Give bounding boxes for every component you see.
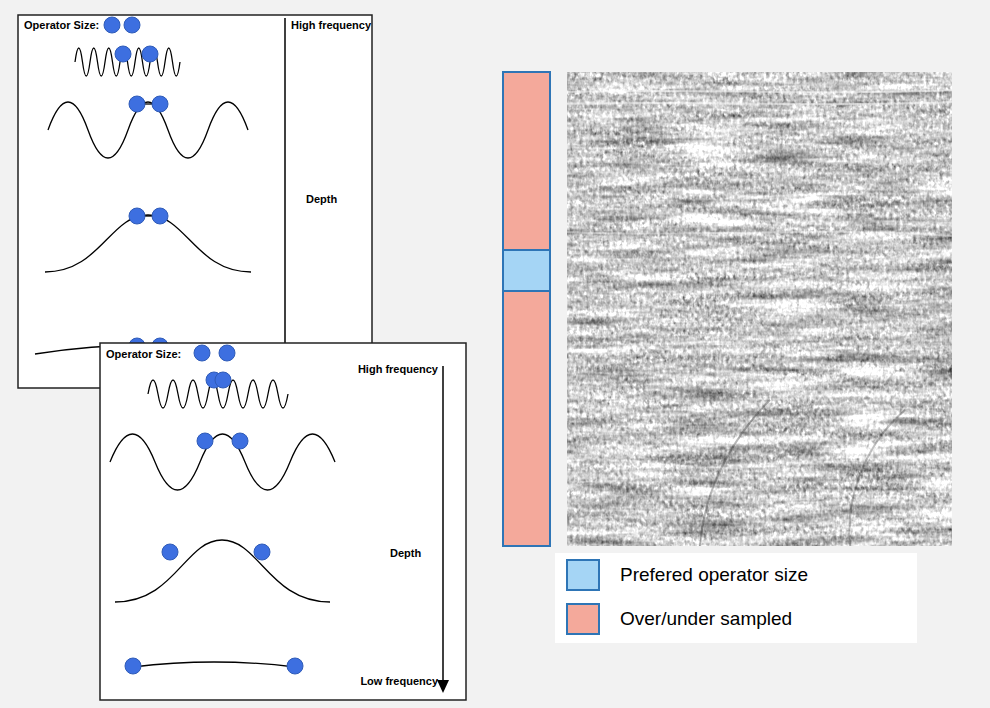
- legend-swatch: [566, 559, 600, 591]
- panel-frame: [100, 343, 466, 700]
- operator-dot: [232, 433, 248, 449]
- operator-dot: [287, 658, 303, 674]
- panel-label: Operator Size:: [106, 348, 181, 361]
- operator-dot: [125, 658, 141, 674]
- panel-label: High frequency: [358, 363, 438, 376]
- operator-dot: [197, 433, 213, 449]
- operator-dot: [152, 96, 168, 112]
- seismic-fault: [700, 400, 770, 546]
- seismic-reflector: [567, 232, 952, 236]
- mid-frequency-wave: [110, 434, 335, 490]
- panel-frame: [18, 15, 372, 388]
- legend-swatch: [566, 603, 600, 635]
- low-frequency-wave: [115, 540, 330, 602]
- seismic-fault: [849, 410, 905, 546]
- panel-label: Depth: [306, 193, 337, 206]
- depth-axis: [284, 18, 286, 386]
- flat-wave: [133, 662, 295, 667]
- operator-dot: [194, 345, 210, 361]
- operator-dot: [124, 17, 140, 33]
- legend-box: [555, 553, 917, 643]
- seismic-reflector: [567, 102, 952, 104]
- operator-dot: [219, 345, 235, 361]
- operator-dot: [104, 17, 120, 33]
- sampling-bar: [503, 72, 550, 546]
- operator-dot: [162, 544, 178, 560]
- operator-dot: [215, 372, 231, 388]
- legend-row: Prefered operator size: [555, 553, 917, 597]
- diagram-panel: Operator Size: High frequencyDepth: [18, 15, 372, 388]
- operator-dot: [129, 208, 145, 224]
- axis-arrowhead: [437, 680, 449, 693]
- operator-dot: [254, 544, 270, 560]
- depth-axis: [442, 366, 444, 682]
- panel-label: High frequency: [291, 19, 371, 32]
- legend-text: Over/under sampled: [620, 608, 792, 630]
- diagram-panel: Operator Size: High frequencyDepthLow fre…: [100, 343, 466, 700]
- legend: Prefered operator sizeOver/under sampled: [555, 553, 917, 643]
- panel-label: Operator Size:: [24, 19, 99, 32]
- legend-row: Over/under sampled: [555, 597, 917, 641]
- operator-dot: [115, 46, 131, 62]
- panel-label: Low frequency: [360, 675, 438, 688]
- seismic-reflector: [567, 90, 952, 92]
- low-frequency-wave: [45, 215, 251, 272]
- operator-dot: [129, 96, 145, 112]
- mid-frequency-wave: [48, 102, 248, 158]
- preferred-band: [503, 250, 550, 291]
- legend-text: Prefered operator size: [620, 564, 808, 586]
- panel-label: Depth: [390, 547, 421, 560]
- seismic-image: [567, 72, 952, 546]
- operator-dot: [142, 46, 158, 62]
- operator-dot: [152, 208, 168, 224]
